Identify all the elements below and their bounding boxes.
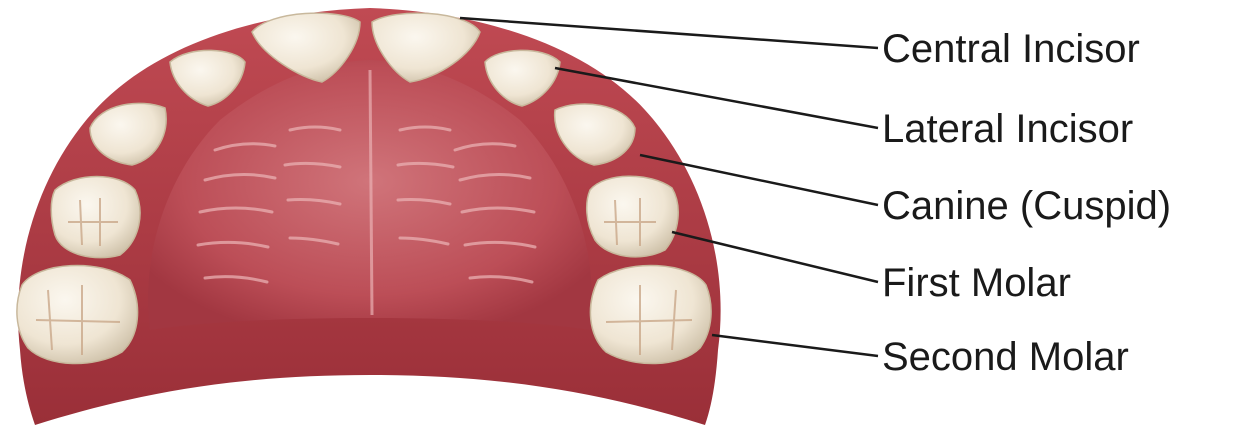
tooth-first-molar-left [51, 177, 140, 258]
tooth-second-molar-right [590, 265, 711, 363]
tooth-first-molar-right [587, 176, 678, 257]
label-lateral-incisor: Lateral Incisor [882, 107, 1133, 151]
label-first-molar: First Molar [882, 261, 1071, 305]
palatal-raphe [370, 70, 372, 315]
tooth-second-molar-left [17, 265, 138, 363]
label-second-molar: Second Molar [882, 335, 1129, 379]
label-canine: Canine (Cuspid) [882, 184, 1171, 228]
label-central-incisor: Central Incisor [882, 27, 1140, 71]
leader-line-second-molar [712, 335, 878, 356]
